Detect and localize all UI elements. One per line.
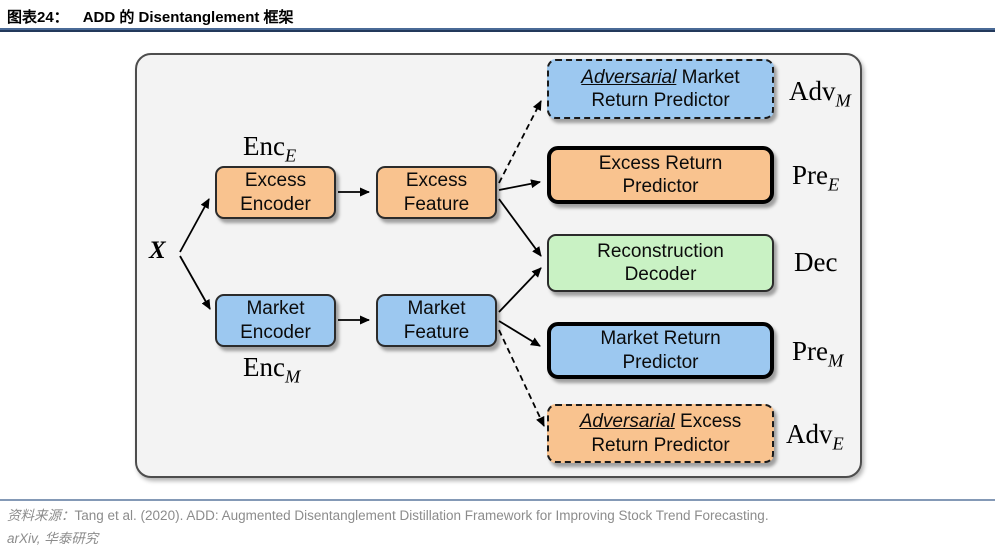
- title-rule: [0, 28, 995, 32]
- tag-adv-e: AdvE: [786, 419, 844, 454]
- tag-pre-m: PreM: [792, 336, 844, 371]
- node-excess-return-predictor: Excess Return Predictor: [547, 146, 774, 204]
- source-prefix: 资料来源：: [7, 508, 75, 524]
- source-citation: Tang et al. (2020). ADD: Augmented Disen…: [74, 508, 769, 523]
- footer-rule: [0, 499, 995, 501]
- node-market-return-predictor: Market Return Predictor: [547, 322, 774, 379]
- figure-header: 图表24： ADD 的 Disentanglement 框架: [7, 6, 294, 27]
- node-reconstruction-decoder: Reconstruction Decoder: [547, 234, 774, 292]
- node-market-feature: Market Feature: [376, 294, 497, 347]
- node-excess-encoder: Excess Encoder: [215, 166, 336, 219]
- source-publisher: 华泰研究: [44, 530, 99, 547]
- tag-pre-e: PreE: [792, 160, 840, 195]
- input-x-label: X: [149, 237, 166, 264]
- add-framework-diagram: X EncE EncM Excess Encoder Excess Featur…: [0, 34, 995, 494]
- node-excess-feature: Excess Feature: [376, 166, 497, 219]
- source-journal: arXiv,: [7, 530, 41, 546]
- tag-adv-m: AdvM: [789, 76, 851, 111]
- figure-number: 图表24：: [7, 9, 69, 26]
- source-note: 资料来源：Tang et al. (2020). ADD: Augmented …: [7, 505, 991, 550]
- tag-enc-m: EncM: [243, 352, 301, 387]
- tag-enc-e: EncE: [243, 131, 297, 166]
- figure-title: ADD 的 Disentanglement 框架: [82, 9, 294, 26]
- node-market-encoder: Market Encoder: [215, 294, 336, 347]
- tag-dec: Dec: [794, 247, 838, 277]
